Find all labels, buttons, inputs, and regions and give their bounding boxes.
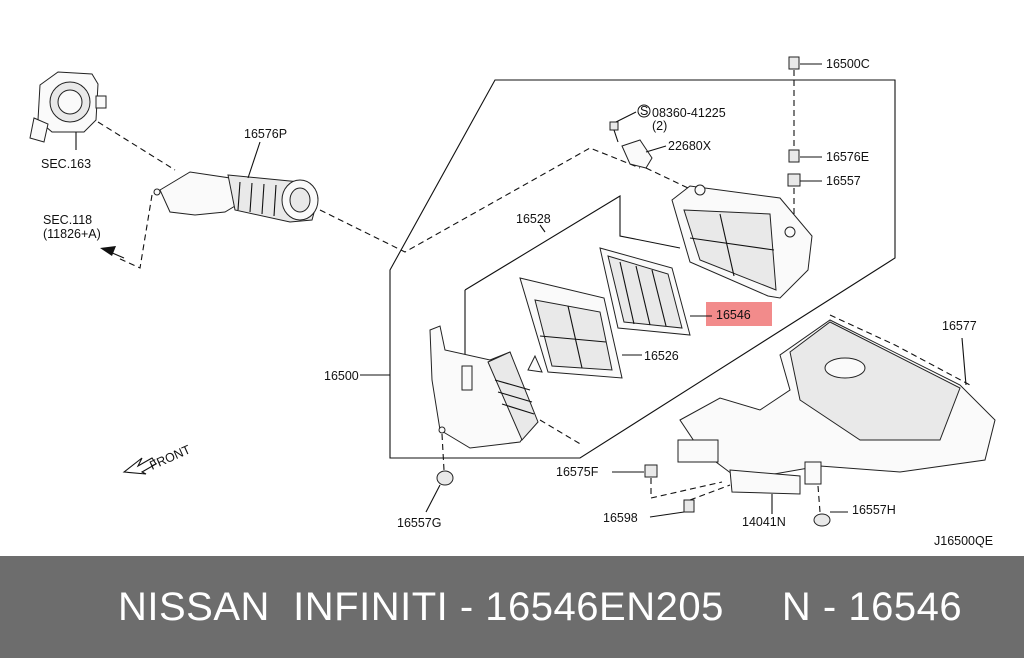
s-mark-icon xyxy=(637,104,651,118)
label-16500C: 16500C xyxy=(826,57,870,71)
label-08360-qty: (2) xyxy=(652,119,667,133)
diagram-code: J16500QE xyxy=(934,534,993,548)
arrow-left-icon xyxy=(100,246,125,259)
air-filter-element-part[interactable] xyxy=(599,247,691,336)
label-08360: 08360-41225 xyxy=(652,106,726,120)
label-sec163: SEC.163 xyxy=(41,157,91,171)
part-number-caption: NISSAN INFINITI - 16546EN205 N - 16546 xyxy=(118,584,963,629)
label-22680X: 22680X xyxy=(668,139,712,153)
label-16598: 16598 xyxy=(603,511,638,525)
label-sec118-sub: (11826+A) xyxy=(43,227,101,241)
lower-housing-part[interactable] xyxy=(429,325,539,449)
label-16500: 16500 xyxy=(324,369,359,383)
label-front: FRONT xyxy=(148,442,193,472)
label-16577: 16577 xyxy=(942,319,977,333)
grommet-16557H-part[interactable] xyxy=(813,513,831,527)
label-14041N: 14041N xyxy=(742,515,786,529)
label-16576E: 16576E xyxy=(826,150,869,164)
label-16575F: 16575F xyxy=(556,465,599,479)
label-16546: 16546 xyxy=(716,308,751,322)
clip-16575F-part[interactable] xyxy=(644,464,658,478)
label-16526: 16526 xyxy=(644,349,679,363)
footer-bar: NISSAN INFINITI - 16546EN205 N - 16546 xyxy=(0,556,1024,658)
clip-16598-part[interactable] xyxy=(683,499,695,513)
grommet-16576E-part[interactable] xyxy=(788,149,800,163)
upper-cover-part[interactable] xyxy=(671,184,813,299)
clip-16500C-part[interactable] xyxy=(788,56,800,70)
grommet-16557G-part[interactable] xyxy=(436,470,454,486)
label-16528: 16528 xyxy=(516,212,551,226)
exploded-diagram: SEC.163 16576P SEC.118 (11826+A) xyxy=(29,56,996,548)
label-s-mark: S xyxy=(640,104,648,118)
air-duct-hose-part[interactable] xyxy=(153,171,319,223)
diagram-canvas: SEC.163 16576P SEC.118 (11826+A) xyxy=(29,56,996,548)
label-16576P: 16576P xyxy=(244,127,287,141)
resonator-duct-part[interactable] xyxy=(677,319,996,495)
label-sec118: SEC.118 xyxy=(43,213,92,227)
label-16557G: 16557G xyxy=(397,516,441,530)
front-arrow-icon xyxy=(122,457,157,475)
grommet-16557-part[interactable] xyxy=(787,173,801,187)
label-16557H: 16557H xyxy=(852,503,896,517)
filter-frame-part[interactable] xyxy=(519,277,623,379)
bolt-part[interactable] xyxy=(609,121,619,143)
highlight-16546 xyxy=(706,302,772,326)
label-16557: 16557 xyxy=(826,174,861,188)
throttle-body-part[interactable] xyxy=(29,71,107,143)
airflow-sensor-part[interactable] xyxy=(621,139,653,169)
